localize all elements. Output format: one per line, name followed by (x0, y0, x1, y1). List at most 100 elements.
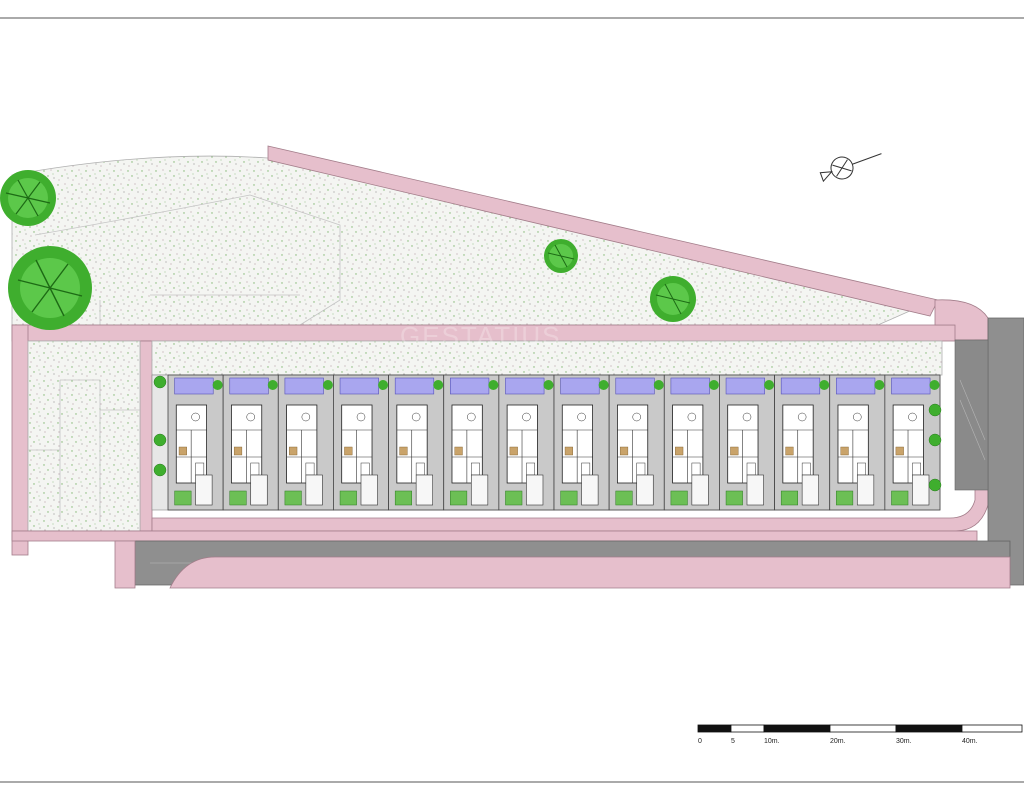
shrub (433, 380, 444, 390)
pool (229, 377, 269, 395)
townhouse-unit (277, 374, 334, 511)
townhouse-unit (333, 374, 389, 511)
garden (505, 490, 523, 506)
shrub (212, 380, 223, 390)
pool (891, 377, 931, 395)
driveway (305, 474, 323, 506)
pool (836, 377, 876, 395)
sidewalk-band-south (11, 530, 978, 542)
townhouse-unit (388, 374, 445, 511)
shrub (153, 433, 167, 447)
green-strip-north (151, 340, 943, 376)
shrub (153, 375, 167, 389)
driveway (691, 474, 709, 506)
shrub (764, 380, 775, 390)
scale-bar-segment (829, 724, 897, 733)
left-green-parcel (27, 340, 141, 532)
right-road-marking (959, 379, 986, 461)
driveway (912, 474, 930, 506)
shrub (929, 380, 940, 390)
pool (284, 377, 324, 395)
driveway (360, 474, 378, 506)
driveway (195, 474, 213, 506)
driveway (526, 474, 544, 506)
diagonal-sidewalk (267, 145, 939, 317)
shrub (928, 403, 942, 417)
left-parcel-paths (28, 379, 140, 520)
townhouse-unit (663, 374, 720, 511)
tree (650, 276, 696, 322)
shrub (819, 380, 830, 390)
pool (174, 377, 214, 395)
townhouse-unit (719, 374, 775, 511)
shrub (928, 478, 942, 492)
shrub (928, 433, 942, 447)
townhouse-unit (608, 374, 665, 511)
driveway (636, 474, 654, 506)
watermark: GESTATIUS (400, 321, 562, 351)
garden (891, 490, 909, 506)
driveway (856, 474, 875, 506)
driveway (581, 474, 599, 506)
garden (174, 490, 192, 506)
scale-bar-label: 10m. (764, 738, 780, 745)
pool (670, 377, 710, 395)
shrub (378, 380, 389, 390)
garden (670, 490, 688, 506)
pool (615, 377, 655, 395)
scale-bar-segment (697, 724, 732, 733)
scale-bar-label: 5 (731, 738, 735, 745)
pool (450, 377, 490, 395)
north-arrow-icon (819, 153, 882, 183)
corner-sidewalk-right (934, 299, 989, 341)
shrub (598, 380, 609, 390)
garden (836, 490, 854, 506)
shrub (488, 380, 499, 390)
bottom-curb-sidewalk (169, 556, 1011, 589)
garden (394, 490, 412, 506)
garden (615, 490, 633, 506)
scale-bar-label: 30m. (896, 738, 912, 745)
scale-bar-segment (763, 724, 831, 733)
pool (560, 377, 600, 395)
scale-bar-segment (895, 724, 963, 733)
scale-bar-segment (961, 724, 1023, 733)
pool (725, 377, 765, 395)
shrub (322, 380, 333, 390)
scale-bar-segment (730, 724, 765, 733)
scale-bar-label: 20m. (830, 738, 846, 745)
driveway (746, 474, 764, 506)
pool (339, 377, 379, 395)
shrub (874, 380, 885, 390)
garden (780, 490, 798, 506)
pool (394, 377, 435, 395)
garden (725, 490, 743, 506)
driveway (250, 474, 268, 506)
townhouse-unit (222, 374, 279, 511)
garden (450, 490, 468, 506)
garden (229, 490, 247, 506)
green-area-paths (34, 194, 341, 326)
driveway (415, 474, 433, 506)
scale-bar-label: 0 (698, 738, 702, 745)
townhouse-row (151, 374, 942, 511)
pool (505, 377, 545, 395)
tree (8, 246, 92, 330)
tree (544, 239, 578, 273)
garden (560, 490, 578, 506)
shrub (153, 463, 167, 477)
tree (0, 170, 56, 226)
left-inner-sidewalk (139, 340, 153, 532)
townhouse-unit (553, 374, 610, 511)
pool (780, 377, 821, 395)
driveway (801, 474, 819, 506)
townhouse-unit (498, 374, 555, 511)
garden (339, 490, 357, 506)
shrub (267, 380, 278, 390)
shrub (708, 380, 719, 390)
bottom-sidewalk (114, 540, 136, 589)
townhouse-unit (443, 374, 500, 511)
townhouse-unit (774, 374, 831, 511)
